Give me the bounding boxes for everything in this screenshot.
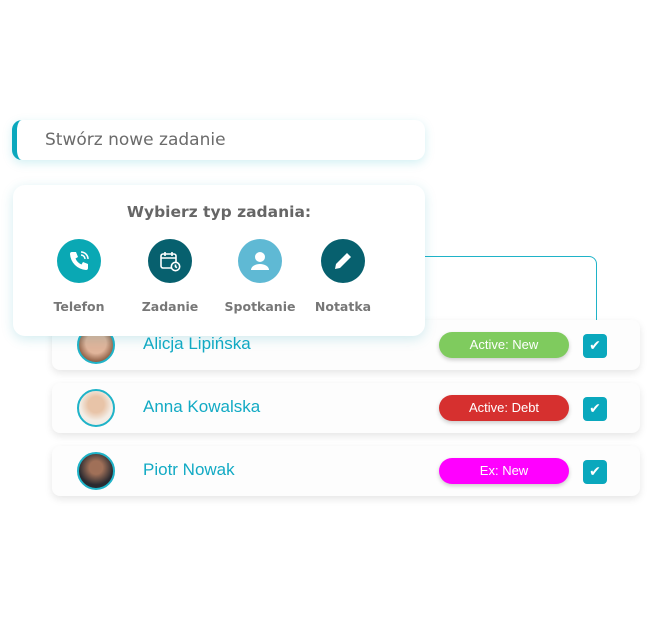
contact-row[interactable]: Anna Kowalska Active: Debt ✔	[52, 383, 640, 433]
checkbox[interactable]: ✔	[583, 460, 607, 484]
task-type-task[interactable]: Zadanie	[125, 239, 215, 314]
avatar	[77, 452, 115, 490]
checkbox[interactable]: ✔	[583, 334, 607, 358]
contact-name[interactable]: Alicja Lipińska	[143, 334, 251, 353]
status-badge: Active: New	[439, 332, 569, 358]
option-label: Notatka	[314, 299, 372, 314]
task-type-card: Wybierz typ zadania: Telefon Zadanie Spo…	[13, 185, 425, 336]
new-task-input[interactable]: Stwórz nowe zadanie	[12, 120, 425, 160]
pencil-icon	[321, 239, 365, 283]
contact-name[interactable]: Piotr Nowak	[143, 460, 235, 479]
task-type-phone[interactable]: Telefon	[34, 239, 124, 314]
avatar	[77, 389, 115, 427]
contact-row[interactable]: Piotr Nowak Ex: New ✔	[52, 446, 640, 496]
phone-icon	[57, 239, 101, 283]
calendar-clock-icon	[148, 239, 192, 283]
user-icon	[238, 239, 282, 283]
task-type-meeting[interactable]: Spotkanie	[215, 239, 305, 314]
task-type-note[interactable]: Notatka	[298, 239, 388, 314]
option-label: Spotkanie	[224, 299, 296, 314]
task-type-title: Wybierz typ zadania:	[126, 203, 312, 221]
checkbox[interactable]: ✔	[583, 397, 607, 421]
status-badge: Active: Debt	[439, 395, 569, 421]
connector-line	[420, 256, 597, 327]
status-badge: Ex: New	[439, 458, 569, 484]
contact-name[interactable]: Anna Kowalska	[143, 397, 261, 416]
option-label: Zadanie	[141, 299, 199, 314]
option-label: Telefon	[53, 299, 105, 314]
new-task-placeholder: Stwórz nowe zadanie	[45, 130, 226, 150]
